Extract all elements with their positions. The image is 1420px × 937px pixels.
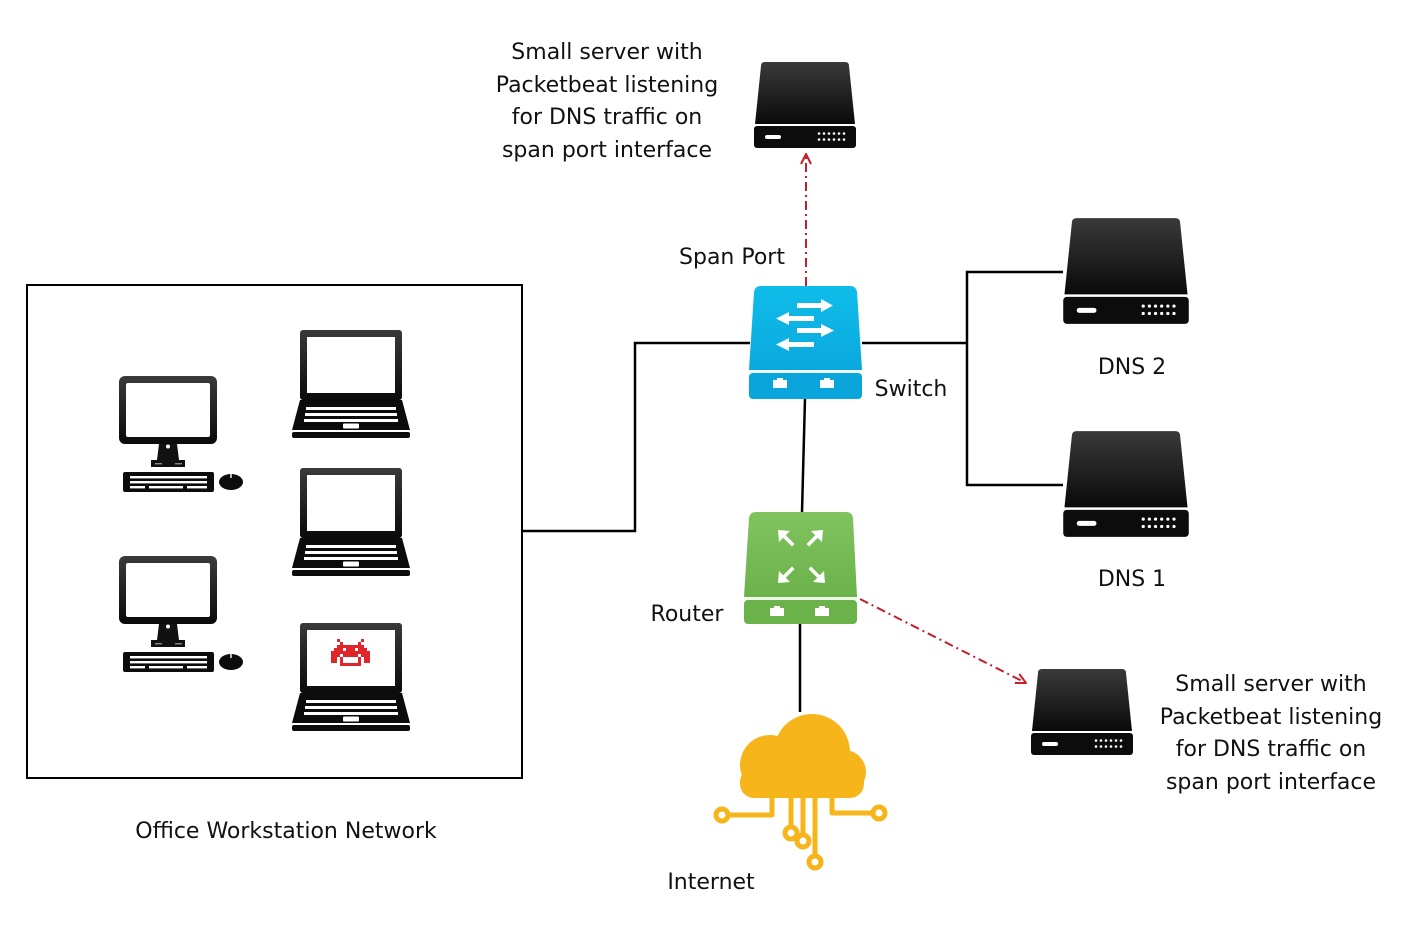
caption-line: Small server with bbox=[1175, 672, 1367, 697]
caption-line: span port interface bbox=[501, 137, 713, 163]
desktop-icon[interactable] bbox=[119, 556, 243, 672]
office-network-group bbox=[26, 284, 523, 779]
caption-line: for DNS traffic on bbox=[511, 105, 703, 130]
laptop-icon[interactable] bbox=[292, 468, 410, 576]
internet-label: Internet bbox=[667, 870, 755, 895]
cloud-circuit-icon[interactable] bbox=[713, 714, 888, 871]
laptop-icon[interactable] bbox=[292, 330, 410, 438]
compromised-laptop-icon[interactable] bbox=[292, 623, 410, 731]
office-network-boundary bbox=[26, 284, 523, 779]
caption-line: Packetbeat listening bbox=[1159, 704, 1383, 730]
mirror-links bbox=[806, 154, 1026, 683]
dns1-server-icon[interactable] bbox=[1063, 431, 1189, 537]
space-invader-malware-icon bbox=[331, 639, 370, 666]
switch-label: Switch bbox=[874, 377, 948, 402]
span-port-label: Span Port bbox=[679, 245, 785, 270]
link-dns-bus bbox=[965, 270, 1063, 487]
caption-line: Small server with bbox=[511, 40, 703, 65]
top-sensor-server-icon[interactable] bbox=[754, 62, 856, 148]
dns2-label: DNS 2 bbox=[1097, 355, 1167, 380]
router-mirror-arrow bbox=[859, 598, 1026, 683]
dns2-server-icon[interactable] bbox=[1063, 218, 1189, 324]
office-network-label: Office Workstation Network bbox=[135, 819, 437, 844]
solid-links bbox=[522, 270, 1063, 712]
router-label: Router bbox=[650, 602, 724, 627]
dns1-label: DNS 1 bbox=[1097, 567, 1167, 592]
bottom-sensor-server-icon[interactable] bbox=[1031, 669, 1133, 755]
caption-line: for DNS traffic on bbox=[1175, 737, 1367, 762]
bottom-sensor-caption: Small server with Packetbeat listening f… bbox=[1142, 669, 1400, 799]
link-office-to-switch bbox=[522, 341, 750, 533]
caption-line: Packetbeat listening bbox=[495, 72, 719, 98]
switch-icon[interactable] bbox=[749, 286, 862, 399]
link-switch-to-router bbox=[800, 397, 807, 513]
top-sensor-caption: Small server with Packetbeat listening f… bbox=[478, 37, 736, 167]
caption-line: span port interface bbox=[1165, 769, 1377, 795]
router-icon[interactable] bbox=[744, 512, 857, 624]
desktop-icon[interactable] bbox=[119, 376, 243, 492]
